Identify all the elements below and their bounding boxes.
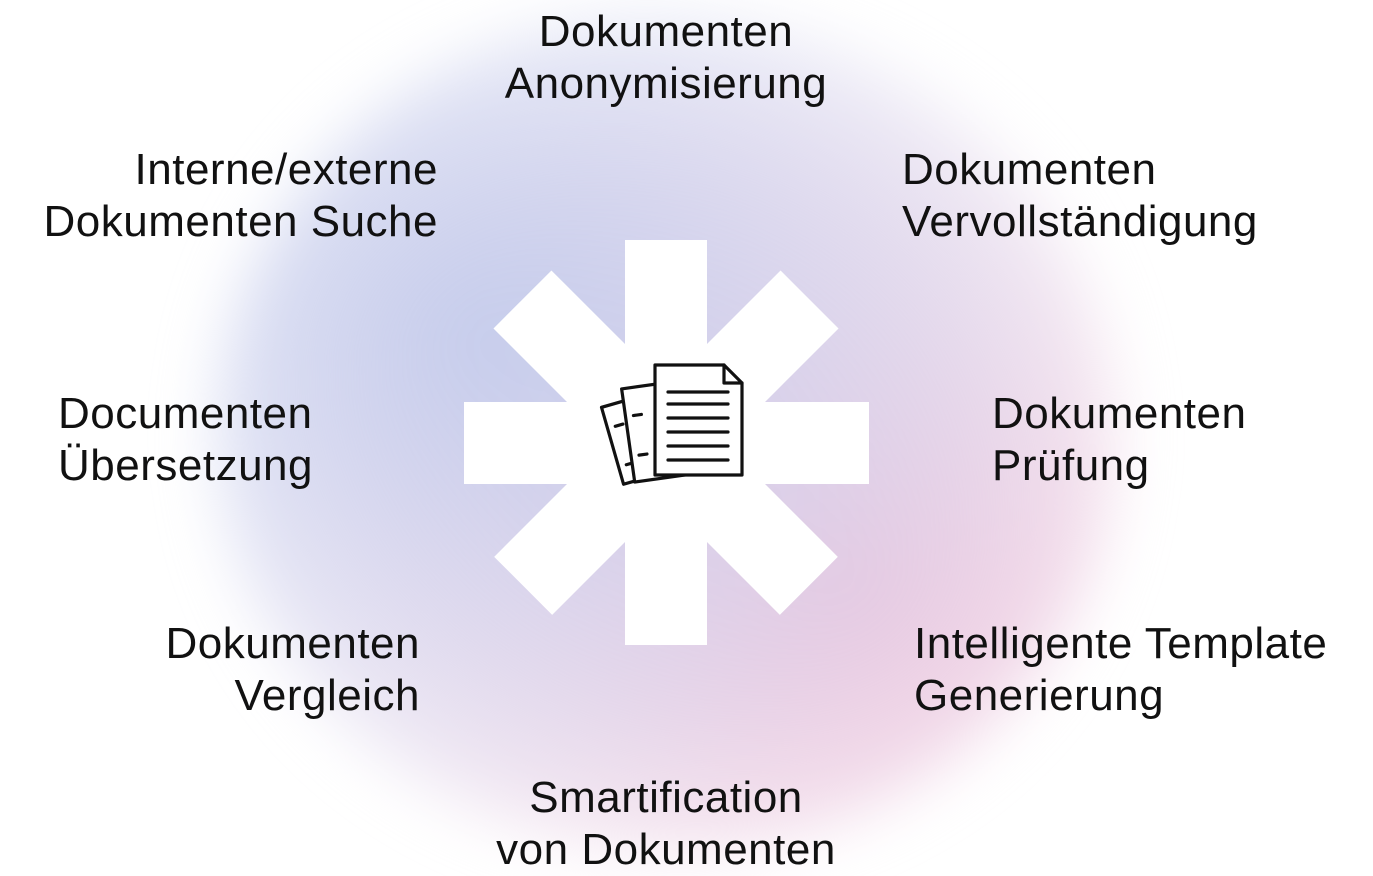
label-smartification-line2: von Dokumenten	[496, 825, 836, 874]
label-pruefung-line1: Dokumenten	[992, 389, 1247, 438]
documents-icon	[599, 363, 744, 486]
label-vervollstaendigung-line2: Vervollständigung	[902, 197, 1258, 246]
label-smartification-line1: Smartification	[529, 773, 803, 822]
label-uebersetzung: Documenten Übersetzung	[58, 388, 358, 492]
label-template-line1: Intelligente Template	[914, 619, 1328, 668]
label-suche-line2: Dokumenten Suche	[43, 197, 438, 246]
label-uebersetzung-line1: Documenten	[58, 389, 313, 438]
label-vervollstaendigung-line1: Dokumenten	[902, 145, 1157, 194]
label-vervollstaendigung: Dokumenten Vervollständigung	[902, 144, 1322, 248]
label-suche: Interne/externe Dokumenten Suche	[8, 144, 438, 248]
label-vergleich-line1: Dokumenten	[165, 619, 420, 668]
label-anonymisierung-line1: Dokumenten	[538, 7, 794, 56]
label-smartification: Smartification von Dokumenten	[446, 772, 886, 876]
label-pruefung-line2: Prüfung	[992, 441, 1150, 490]
label-vergleich-line2: Vergleich	[234, 671, 420, 720]
label-uebersetzung-line2: Übersetzung	[58, 441, 313, 490]
label-pruefung: Dokumenten Prüfung	[992, 388, 1312, 492]
label-suche-line1: Interne/externe	[134, 145, 438, 194]
label-vergleich: Dokumenten Vergleich	[80, 618, 420, 722]
label-anonymisierung-line2: Anonymisierung	[504, 59, 828, 108]
label-anonymisierung: Dokumenten Anonymisierung	[466, 6, 866, 110]
label-template: Intelligente Template Generierung	[914, 618, 1364, 722]
label-template-line2: Generierung	[914, 671, 1165, 720]
